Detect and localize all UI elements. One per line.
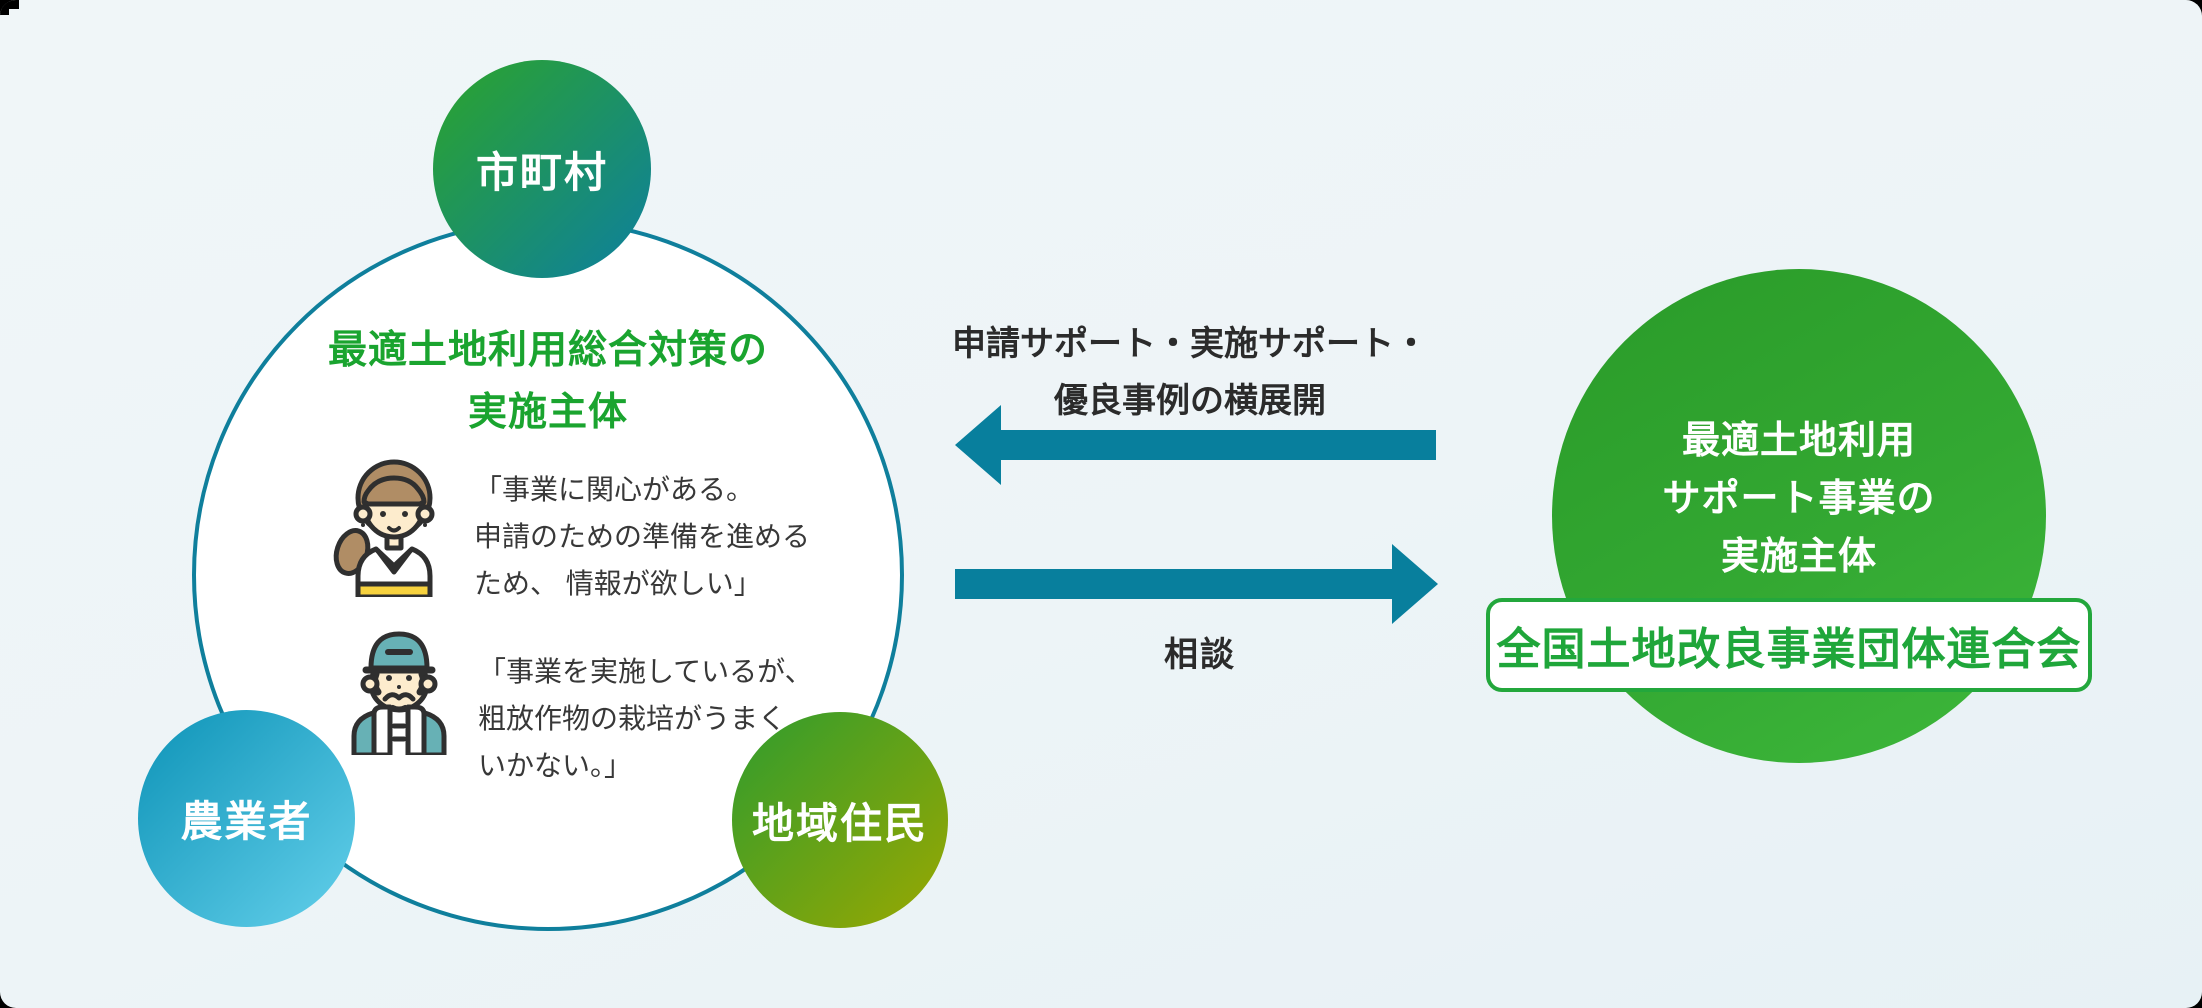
woman-avatar-icon [330, 452, 458, 602]
bubble-municipalities-label: 市町村 [475, 148, 608, 196]
farmer-avatar-icon [338, 618, 460, 760]
support-circle-title-line2: サポート事業の [1662, 478, 1936, 520]
left-circle-title-line2: 実施主体 [467, 391, 628, 434]
bubble-residents-label: 地域住民 [751, 799, 928, 847]
quote-farmer-line2: 粗放作物の栽培がうまく [478, 703, 787, 734]
organization-name: 全国土地改良事業団体連合会 [1496, 625, 2082, 674]
support-arrow-label: 申請サポート・実施サポート・ 優良事例の横展開 [948, 316, 1432, 430]
bubble-residents: 地域住民 [732, 712, 948, 928]
quote-woman-line2: 申請のための準備を進める [474, 521, 811, 552]
quote-woman: 「事業に関心がある。 申請のための準備を進める ため、 情報が欲しい」 [474, 466, 810, 607]
quote-farmer-line1: 「事業を実施しているが、 [478, 656, 813, 687]
support-circle-title-line1: 最適土地利用 [1681, 420, 1916, 462]
support-arrow-label-line1: 申請サポート・実施サポート・ [952, 325, 1428, 363]
bubble-farmers-label: 農業者 [180, 798, 313, 845]
arrow-left-icon [955, 405, 1436, 490]
bubble-municipalities: 市町村 [433, 60, 651, 278]
left-circle-title: 最適土地利用総合対策の 実施主体 [192, 320, 904, 444]
bubble-farmers: 農業者 [138, 710, 355, 927]
support-arrow-label-line2: 優良事例の横展開 [1054, 382, 1326, 420]
arrow-right-icon [955, 544, 1438, 629]
quote-farmer-line3: いかない。」 [478, 750, 633, 781]
left-circle-title-line1: 最適土地利用総合対策の [327, 329, 768, 372]
organization-box: 全国土地改良事業団体連合会 [1486, 598, 2092, 692]
quote-woman-line3: ため、 情報が欲しい」 [474, 568, 762, 599]
quote-woman-line1: 「事業に関心がある。 [474, 474, 755, 505]
quote-farmer: 「事業を実施しているが、 粗放作物の栽培がうまく いかない。」 [478, 648, 813, 789]
corner-artifact [0, 0, 9, 15]
support-circle-title-line3: 実施主体 [1720, 536, 1877, 578]
corner-artifact [0, 0, 19, 9]
consult-arrow-label: 相談 [1164, 636, 1236, 674]
support-circle-title: 最適土地利用 サポート事業の 実施主体 [1552, 412, 2046, 586]
